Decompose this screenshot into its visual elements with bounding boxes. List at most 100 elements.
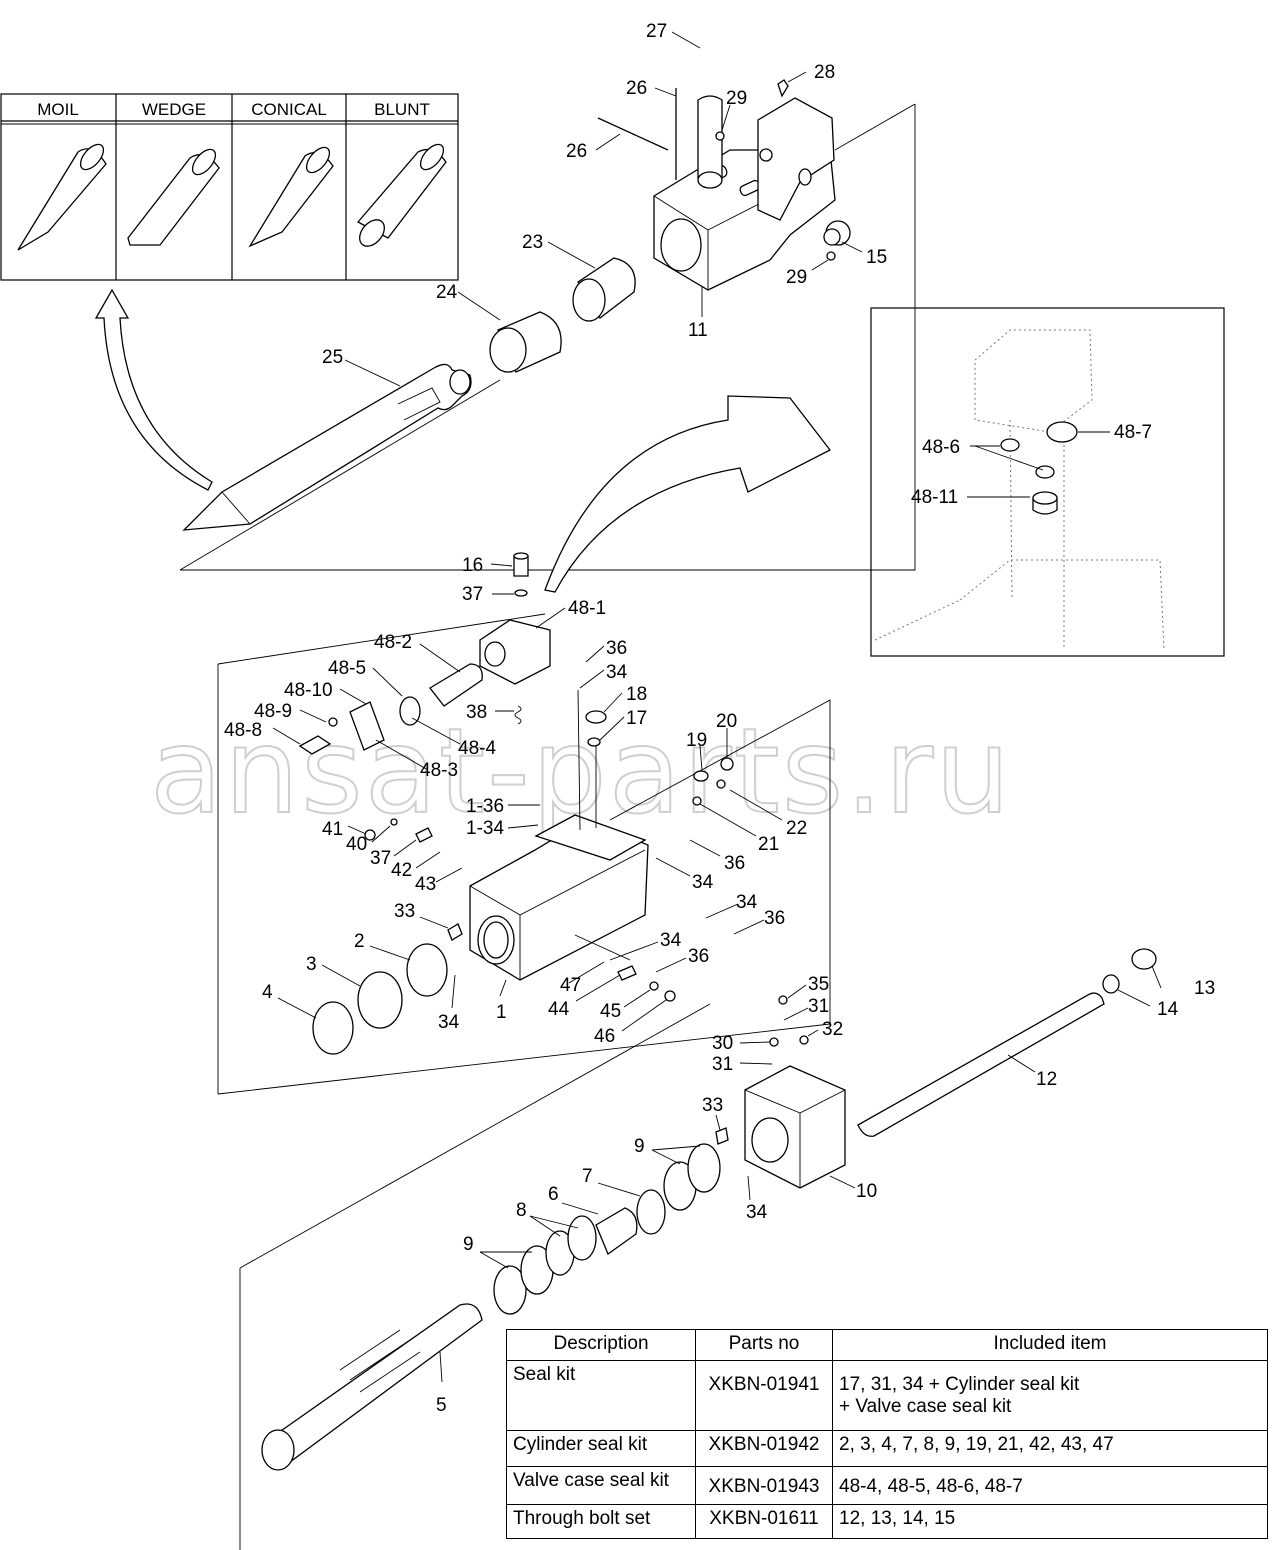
label-36: 36 (606, 638, 627, 659)
label-48-11: 48-11 (911, 487, 958, 508)
label-36: 36 (688, 946, 709, 967)
included-line: 2, 3, 4, 7, 8, 9, 19, 21, 42, 43, 47 (839, 1434, 1114, 1455)
tool-swap-arrow (94, 288, 213, 491)
blunt-tool-drawing (356, 143, 447, 247)
tool-type-blunt: BLUNT (374, 100, 430, 119)
column-header-parts-no: Parts no (695, 1329, 833, 1361)
table-row: Valve case seal kit XKBN-01943 48-4, 48-… (506, 1466, 1268, 1505)
label-5: 5 (436, 1395, 447, 1416)
cell-parts-no: XKBN-01943 (695, 1466, 833, 1505)
back-head-10 (715, 995, 846, 1189)
label-3: 3 (306, 954, 317, 975)
label-44: 44 (548, 999, 570, 1020)
tool-type-box: MOIL WEDGE CONICAL BLUNT (0, 93, 459, 281)
label-1-34: 1-34 (466, 818, 504, 839)
label-48-6: 48-6 (922, 437, 960, 458)
tool-type-conical: CONICAL (251, 100, 327, 119)
label-29: 29 (786, 267, 807, 288)
table-row: Through bolt set XKBN-01611 12, 13, 14, … (506, 1504, 1268, 1539)
cell-included-item: 48-4, 48-5, 48-6, 48-7 (832, 1466, 1268, 1505)
seal-9-lower (493, 1265, 527, 1315)
label-21: 21 (758, 834, 779, 855)
cell-parts-no: XKBN-01942 (695, 1430, 833, 1467)
cylinder-assembly (217, 552, 831, 1095)
included-line: 17, 31, 34 + Cylinder seal kit (839, 1374, 1080, 1395)
front-head-assembly (179, 79, 916, 571)
label-37: 37 (462, 584, 483, 605)
label-25: 25 (322, 347, 343, 368)
seal-kit-table: Description Parts no Included item Seal … (506, 1329, 1268, 1539)
label-24: 24 (436, 282, 458, 303)
wedge-tool-drawing (127, 148, 220, 246)
label-48-9: 48-9 (254, 701, 292, 722)
label-16: 16 (462, 555, 483, 576)
label-14: 14 (1157, 999, 1179, 1020)
label-15: 15 (866, 247, 887, 268)
label-12: 12 (1036, 1069, 1057, 1090)
label-17: 17 (626, 708, 647, 729)
bush-24 (489, 311, 562, 373)
label-8: 8 (516, 1200, 527, 1221)
tool-type-wedge: WEDGE (142, 100, 206, 119)
label-34: 34 (606, 662, 628, 683)
label-48-7: 48-7 (1114, 422, 1152, 443)
label-34: 34 (746, 1202, 768, 1223)
label-31: 31 (712, 1054, 733, 1075)
label-34: 34 (438, 1012, 460, 1033)
seal-9-upper-b (687, 1143, 721, 1193)
label-30: 30 (712, 1033, 733, 1054)
label-1: 1 (496, 1002, 507, 1023)
label-18: 18 (626, 684, 647, 705)
label-33: 33 (702, 1095, 723, 1116)
label-36: 36 (724, 853, 745, 874)
piston-5 (261, 1303, 483, 1471)
chisel-25 (182, 363, 472, 531)
label-38: 38 (466, 702, 487, 723)
label-27: 27 (646, 21, 667, 42)
table-row: Cylinder seal kit XKBN-01942 2, 3, 4, 7,… (506, 1430, 1268, 1467)
included-line: 48-4, 48-5, 48-6, 48-7 (839, 1476, 1023, 1497)
label-40: 40 (346, 834, 367, 855)
label-10: 10 (856, 1181, 877, 1202)
cell-description: Valve case seal kit (506, 1466, 696, 1505)
cell-included-item: 17, 31, 34 + Cylinder seal kit + Valve c… (832, 1360, 1268, 1431)
label-1-36: 1-36 (466, 796, 504, 817)
label-26: 26 (626, 78, 647, 99)
label-33: 33 (394, 901, 415, 922)
label-41: 41 (322, 819, 343, 840)
label-7: 7 (582, 1166, 593, 1187)
label-36: 36 (764, 908, 785, 929)
label-32: 32 (822, 1019, 843, 1040)
cell-parts-no: XKBN-01941 (695, 1360, 833, 1431)
moil-tool-drawing (17, 143, 107, 251)
valve-detail-box (870, 307, 1225, 657)
label-48-5: 48-5 (328, 658, 366, 679)
label-48-3: 48-3 (420, 760, 458, 781)
label-34: 34 (736, 892, 758, 913)
bushing-6 (595, 1207, 638, 1256)
ring-4 (312, 1001, 354, 1055)
label-19: 19 (686, 730, 707, 751)
label-48-1: 48-1 (568, 598, 606, 619)
cell-description: Seal kit (506, 1360, 696, 1431)
cell-description: Through bolt set (506, 1504, 696, 1539)
label-28: 28 (814, 62, 835, 83)
ring-3 (357, 971, 403, 1029)
label-31: 31 (808, 996, 829, 1017)
label-11: 11 (688, 320, 708, 341)
nut-13 (1131, 948, 1157, 970)
tool-type-moil: MOIL (37, 100, 79, 119)
label-47: 47 (560, 975, 581, 996)
label-46: 46 (594, 1026, 615, 1047)
label-43: 43 (415, 874, 436, 895)
table-header-row: Description Parts no Included item (506, 1329, 1268, 1361)
ring-8b (567, 1215, 597, 1261)
front-cover-23 (572, 257, 636, 322)
label-48-8: 48-8 (224, 720, 262, 741)
ring-2 (406, 943, 448, 997)
washer-14 (1102, 974, 1120, 994)
assembly-arrow (544, 395, 831, 593)
label-9: 9 (463, 1234, 474, 1255)
label-48-4: 48-4 (458, 738, 496, 759)
